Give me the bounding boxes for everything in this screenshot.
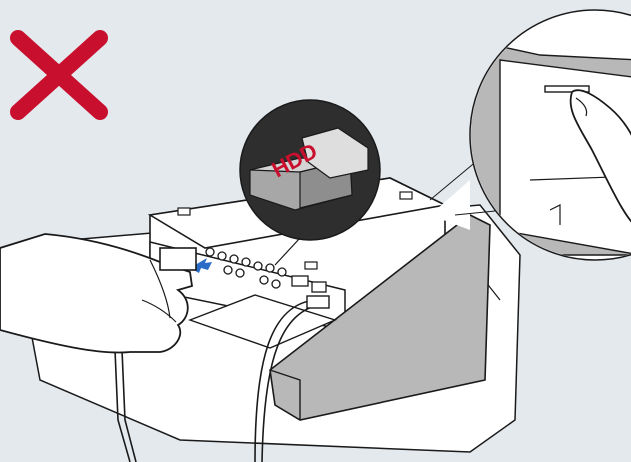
red-x-icon: [18, 38, 100, 112]
power-plug: [307, 296, 329, 308]
cable-plug: [160, 248, 196, 270]
hdd-zoom-inset: HDD: [240, 100, 380, 240]
hand-illustration: [0, 234, 196, 353]
slot-zoom-inset: [430, 10, 631, 260]
